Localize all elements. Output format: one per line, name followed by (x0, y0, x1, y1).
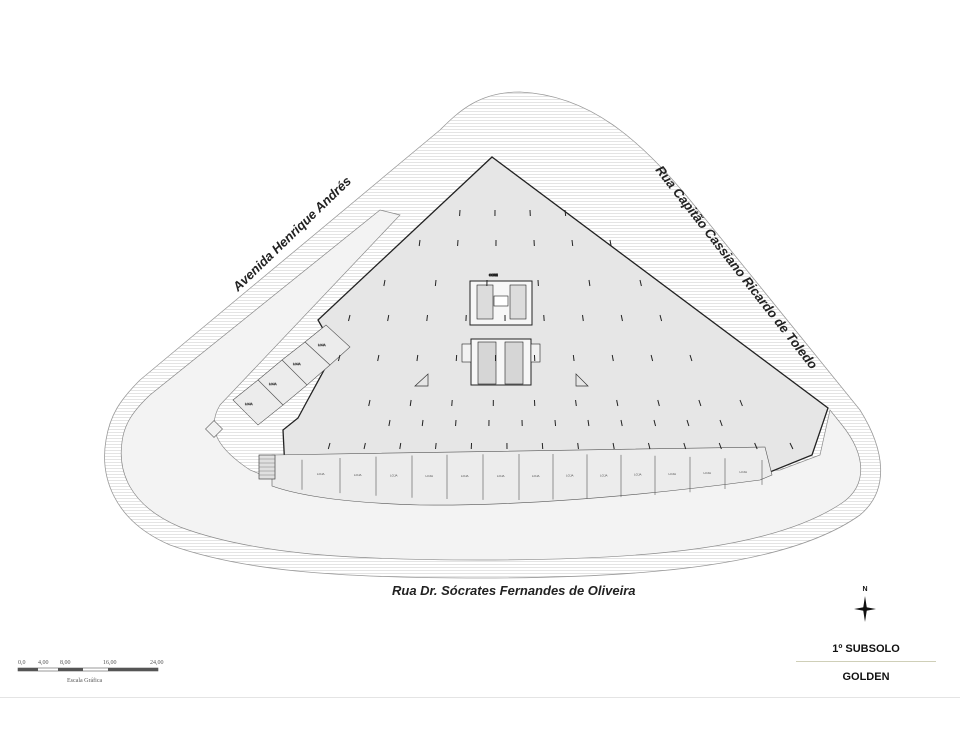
parking-mark (421, 419, 424, 427)
store-label: LOJA (497, 474, 505, 478)
parking-mark (639, 279, 642, 287)
parking-mark (588, 279, 591, 287)
scale-tick-1: 4,00 (38, 660, 49, 666)
scale-tick-3: 16,00 (103, 660, 117, 666)
parking-mark (363, 442, 366, 450)
parking-mark (571, 239, 574, 247)
parking-stall-marks (327, 209, 794, 450)
scale-tick-2: 8,00 (60, 660, 71, 666)
parking-mark (554, 419, 557, 427)
parking-mark (718, 442, 722, 450)
scale-caption: Escala Gráfica (67, 677, 102, 684)
parking-mark (435, 442, 437, 450)
parking-mark (368, 399, 371, 407)
store-label: LOJA (317, 472, 325, 476)
parking-mark (418, 239, 421, 247)
north-letter: N (862, 586, 868, 593)
parking-mark (689, 354, 693, 362)
parking-mark (616, 399, 619, 407)
store-label: LOJA (390, 473, 398, 477)
core-label: CORE (489, 273, 498, 277)
store-label: LOJA (461, 474, 469, 478)
building-core: CORE (461, 273, 541, 386)
parking-mark (388, 419, 391, 427)
store-label: LOJA (566, 474, 574, 478)
parking-mark (416, 354, 419, 362)
ramp-left (414, 373, 429, 387)
parking-mark (686, 419, 690, 427)
parking-mark (434, 279, 437, 287)
utility-box (205, 420, 223, 438)
parking-mark (399, 442, 402, 450)
parking-mark (612, 442, 615, 450)
parking-mark (577, 442, 579, 450)
parking-mark (426, 314, 428, 322)
parking-mark (337, 354, 341, 362)
svg-text:LOJA: LOJA (269, 382, 277, 386)
parking-mark (719, 419, 723, 427)
scale-tick-4: 24,00 (150, 660, 164, 666)
parking-mark (564, 209, 567, 217)
bottom-rule (0, 697, 960, 698)
parking-mark (657, 399, 660, 407)
parking-mark (659, 314, 663, 322)
scale-tick-0: 0,0 (18, 660, 26, 666)
svg-text:LOJA: LOJA (293, 362, 301, 366)
title-divider (796, 661, 936, 662)
parking-mark (620, 419, 623, 427)
svg-text:LOJA: LOJA (245, 402, 253, 406)
parking-mark (609, 239, 612, 247)
parking-mark (582, 314, 584, 322)
ramp-right (575, 373, 589, 387)
parking-mark (377, 354, 380, 362)
store-label: LOJA (740, 470, 748, 474)
parking-mark (789, 442, 794, 450)
parking-mark (348, 314, 351, 322)
store-label: LOJA (634, 473, 642, 477)
north-arrow: N (852, 586, 878, 626)
parking-mark (620, 314, 623, 322)
store-label: LOJA (600, 473, 608, 477)
parking-mark (653, 419, 657, 427)
parking-mark (611, 354, 614, 362)
compass-icon (854, 596, 876, 622)
parking-mark (327, 442, 331, 450)
parking-mark (698, 399, 702, 407)
street-socrates-fernandes: Rua Dr. Sócrates Fernandes de Oliveira (392, 583, 636, 598)
store-units: LOJA LOJA LOJA LOJA LOJA LOJA LOJA LOJA LOJA LOJA… (301, 454, 763, 500)
west-stores: LOJA LOJA LOJA LOJA (232, 324, 351, 426)
parking-mark (572, 354, 575, 362)
parking-mark (587, 419, 590, 427)
store-label: LOJA (426, 474, 434, 478)
store-label: LOJA (532, 474, 540, 478)
title-block: 1º SUBSOLO GOLDEN (796, 640, 936, 686)
stair-treads (259, 458, 275, 476)
parking-mark (387, 314, 390, 322)
parking-mark (383, 279, 386, 287)
store-label: LOJA (354, 473, 362, 477)
parking-mark (409, 399, 412, 407)
parking-mark (650, 354, 654, 362)
project-title: GOLDEN (842, 671, 890, 683)
svg-text:LOJA: LOJA (318, 343, 326, 347)
store-strip (271, 446, 773, 506)
graphic-scale: 0,0 4,00 8,00 16,00 24,00 Escala Gráfica (17, 660, 164, 684)
parking-mark (647, 442, 651, 450)
parking-mark (739, 399, 743, 407)
parking-mark (575, 399, 577, 407)
store-label: LOJA (704, 471, 712, 475)
parking-mark (683, 442, 687, 450)
store-label: LOJA (669, 472, 677, 476)
level-title: 1º SUBSOLO (832, 643, 900, 655)
parking-mark (754, 442, 758, 450)
